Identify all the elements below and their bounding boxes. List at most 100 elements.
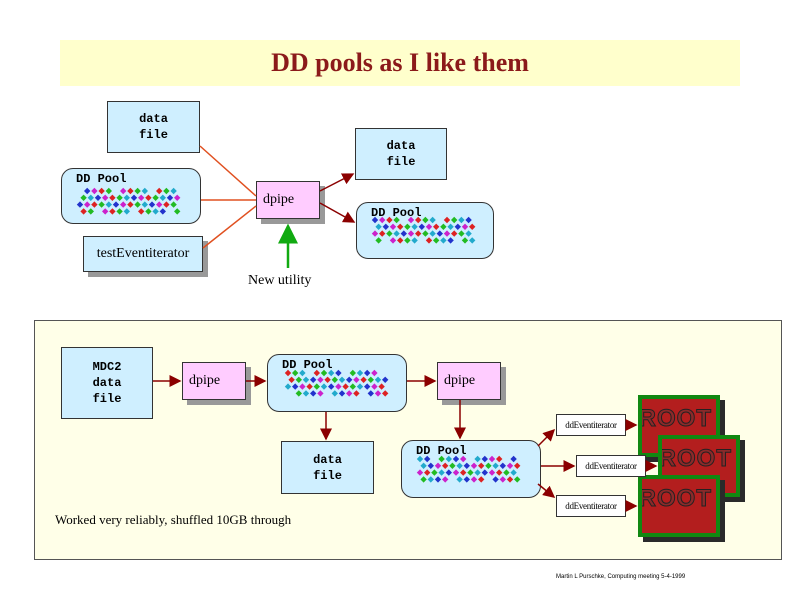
bottom-dpipe2-box: dpipe	[437, 362, 501, 400]
root-logo-1: ROOT	[638, 405, 712, 433]
pool-diamond	[152, 208, 159, 215]
pool-diamond	[397, 223, 404, 230]
pool-diamond	[80, 208, 87, 215]
edge-dpipe-to-pool	[319, 202, 356, 223]
pool-diamond	[371, 369, 378, 377]
top-data-file-input: data file	[107, 101, 200, 153]
pool-diamond	[451, 230, 458, 237]
pool-diamond	[393, 216, 400, 224]
root-logo-2: ROOT	[658, 445, 732, 473]
pool-diamond	[295, 390, 302, 397]
top-dd-pool-input: DD Pool	[61, 168, 201, 224]
pool-diamond	[386, 230, 393, 237]
pool-diamond	[127, 201, 134, 208]
pool-diamond	[447, 237, 454, 244]
edge-pool-to-iterator1	[537, 428, 556, 447]
pool-diamond	[434, 476, 442, 483]
pool-diamond	[382, 223, 389, 230]
pool-diamond	[123, 194, 130, 201]
edge-pool-to-iterator3	[537, 483, 556, 498]
pool-diamond	[80, 194, 87, 201]
pool-diamond	[465, 230, 472, 237]
bottom-data-file-line1: data	[313, 452, 342, 467]
pool-diamond	[506, 462, 514, 469]
bottom-dpipe1-box: dpipe	[182, 362, 246, 400]
pool-diamond	[454, 223, 461, 230]
pool-diamond	[422, 216, 429, 224]
pool-diamond	[460, 469, 467, 476]
pool-diamond	[375, 237, 382, 244]
pool-diamond	[156, 187, 163, 195]
bottom-dd-pool-right-diamonds	[416, 455, 521, 483]
pool-diamond	[292, 383, 299, 390]
pool-diamond	[349, 383, 356, 390]
pool-diamond	[404, 237, 411, 244]
pool-diamond	[442, 476, 449, 483]
pool-diamond	[112, 201, 120, 208]
pool-diamond	[458, 230, 465, 237]
pool-diamond	[353, 376, 360, 383]
pool-diamond	[163, 201, 170, 208]
pool-diamond	[374, 376, 382, 383]
pool-diamond	[310, 390, 317, 397]
pool-diamond	[374, 390, 382, 397]
pool-diamond	[418, 223, 425, 230]
pool-diamond	[120, 201, 127, 208]
top-dd-pool-input-label: DD Pool	[76, 172, 127, 186]
pool-diamond	[317, 390, 324, 397]
pool-diamond	[284, 383, 292, 390]
pool-diamond	[404, 223, 411, 230]
pool-diamond	[429, 216, 436, 224]
pool-diamond	[317, 376, 324, 383]
pool-diamond	[324, 376, 331, 383]
pool-diamond	[429, 230, 436, 237]
pool-diamond	[434, 462, 442, 469]
pool-diamond	[310, 376, 317, 383]
pool-diamond	[299, 383, 306, 390]
top-dd-pool-input-diamonds	[76, 187, 181, 215]
pool-diamond	[445, 455, 452, 463]
pool-diamond	[458, 216, 465, 224]
pool-diamond	[415, 216, 422, 224]
pool-diamond	[469, 223, 476, 230]
pool-diamond	[463, 476, 470, 483]
pool-diamond	[109, 194, 116, 201]
pool-diamond	[87, 208, 94, 215]
pool-diamond	[342, 383, 349, 390]
pool-diamond	[116, 194, 123, 201]
pool-diamond	[488, 469, 496, 476]
pool-diamond	[427, 462, 434, 469]
pool-diamond	[98, 201, 105, 208]
pool-diamond	[503, 469, 510, 476]
pool-diamond	[116, 208, 123, 215]
top-dd-pool-output-label: DD Pool	[371, 206, 422, 220]
pool-diamond	[156, 201, 163, 208]
pool-diamond	[407, 230, 415, 237]
pool-diamond	[451, 216, 458, 224]
pool-diamond	[420, 476, 427, 483]
pool-diamond	[134, 201, 141, 208]
pool-diamond	[166, 194, 174, 201]
bottom-data-file-line2: file	[313, 468, 342, 483]
pool-diamond	[130, 194, 138, 201]
pool-diamond	[382, 390, 389, 397]
pool-diamond	[145, 208, 152, 215]
pool-diamond	[91, 201, 98, 208]
pool-diamond	[481, 469, 488, 476]
pool-diamond	[138, 208, 145, 215]
top-data-file-output-line2: file	[386, 155, 416, 169]
pool-diamond	[288, 376, 295, 383]
pool-diamond	[416, 455, 424, 463]
pool-diamond	[389, 223, 397, 230]
pool-diamond	[452, 469, 460, 476]
pool-diamond	[506, 476, 514, 483]
pool-diamond	[356, 369, 364, 377]
pool-diamond	[378, 383, 385, 390]
pool-diamond	[470, 462, 478, 469]
pool-diamond	[174, 194, 181, 201]
top-data-file-input-line1: data	[139, 112, 168, 126]
pool-diamond	[141, 187, 148, 195]
pool-diamond	[465, 216, 472, 224]
pool-diamond	[478, 462, 485, 469]
pool-diamond	[102, 208, 109, 215]
